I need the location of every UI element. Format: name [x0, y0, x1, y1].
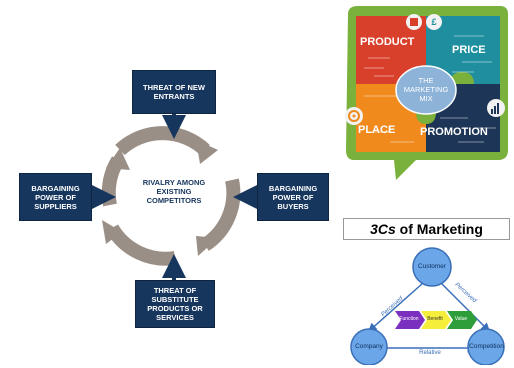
rivalry-center-label: RIVALRY AMONG EXISTING COMPETITORS	[142, 178, 206, 205]
mix-center-label: THE MARKETING MIX	[396, 76, 456, 103]
mix-center-line1: THE	[418, 76, 434, 85]
mix-detail-lines	[364, 35, 496, 143]
three-cs-diagram	[350, 247, 505, 365]
price-label: PRICE	[452, 44, 486, 56]
product-label: PRODUCT	[360, 36, 415, 48]
company-node	[350, 328, 388, 365]
mix-center-line3: MIX	[419, 94, 433, 103]
competition-node	[467, 328, 505, 365]
mix-center-ellipse	[395, 65, 457, 115]
supplier-power-box: BARGAINING POWER OF SUPPLIERS	[19, 173, 92, 221]
buyer-power-box: BARGAINING POWER OF BUYERS	[257, 173, 329, 221]
company-label: Company	[355, 343, 383, 350]
substitutes-box: THREAT OF SUBSTITUTE PRODUCTS OR SERVICE…	[135, 280, 215, 328]
benefit-chevron	[421, 311, 451, 329]
value-chevron	[447, 311, 477, 329]
three-cs-title-italic: 3Cs	[370, 221, 396, 237]
promotion-chart-icon	[487, 99, 505, 117]
place-target-icon	[345, 107, 363, 125]
product-puzzle-icon	[406, 14, 422, 30]
threat-new-entrants-box: THREAT OF NEW ENTRANTS	[132, 70, 216, 114]
customer-node	[412, 247, 452, 287]
price-quadrant	[426, 16, 500, 84]
three-cs-title: 3Cs of Marketing	[343, 218, 510, 240]
relative-label: Relative	[419, 350, 441, 356]
price-coin-icon: £	[426, 14, 442, 30]
function-label: Function	[399, 316, 419, 322]
customer-label: Customer	[417, 263, 447, 270]
competition-label: Competition	[469, 343, 504, 350]
function-chevron	[395, 311, 425, 329]
place-label: PLACE	[358, 124, 396, 136]
marketing-mix-diagram: £	[345, 6, 508, 180]
promotion-label: PROMOTION	[420, 126, 488, 138]
three-cs-title-rest: of Marketing	[395, 221, 483, 237]
benefit-label: Benefit	[427, 316, 443, 322]
mix-center-line2: MARKETING	[403, 85, 449, 94]
svg-text:£: £	[431, 17, 436, 27]
value-label: Value	[454, 316, 468, 322]
